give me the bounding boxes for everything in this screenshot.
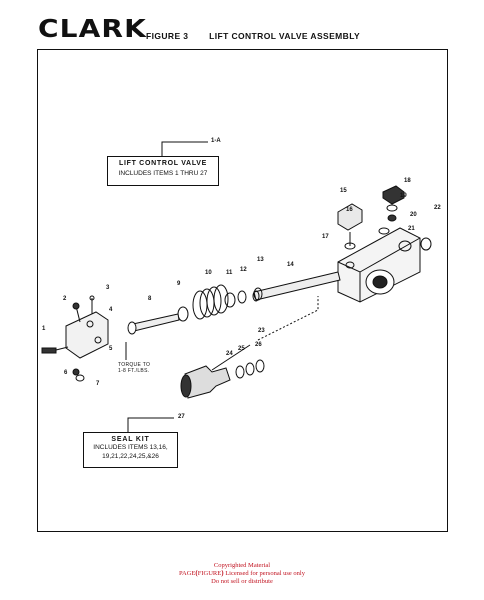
part-label: 1 (42, 326, 46, 332)
part-label: 13 (257, 257, 264, 263)
ring-24 (235, 365, 245, 379)
part-label: 9 (177, 281, 181, 287)
part-label: 14 (287, 262, 294, 268)
torque-line1: TORQUE TO (118, 362, 151, 368)
seal-kit-title: SEAL KIT (111, 436, 150, 443)
nut-6 (72, 368, 80, 376)
part-label: 19 (400, 193, 407, 199)
screw-3 (89, 295, 95, 314)
part-label: 5 (109, 346, 113, 352)
part-label: 22 (434, 205, 441, 211)
lcv-subtitle: INCLUDES ITEMS 1 THRU 27 (118, 170, 208, 177)
fitting-15 (337, 203, 363, 250)
part-label: 17 (322, 234, 329, 240)
part-label: 16 (346, 207, 353, 213)
figure-title: FIGURE 3 LIFT CONTROL VALVE ASSEMBLY (146, 31, 378, 41)
torque-note: TORQUE TO 1-8 FT./LBS. (118, 362, 150, 374)
watermark-line2: PAGE(FIGURE) Licensed for personal use o… (179, 569, 305, 578)
screw-2 (72, 302, 81, 323)
part-label: 15 (340, 188, 347, 194)
washer-12 (237, 290, 247, 304)
part-label: 4 (109, 307, 113, 313)
part-label: 12 (240, 267, 247, 273)
part-label: 25 (238, 346, 245, 352)
spring-10 (192, 284, 229, 320)
oring-22 (420, 237, 432, 251)
diagram-frame (37, 49, 448, 532)
part-label: 23 (258, 328, 265, 334)
valve-body (337, 227, 421, 303)
pin-1 (41, 346, 69, 354)
part-label: 10 (205, 270, 212, 276)
lift-control-valve-callout: LIFT CONTROL VALVE INCLUDES ITEMS 1 THRU… (107, 156, 219, 186)
part-label: 11 (226, 270, 233, 276)
leader-27 (127, 417, 174, 432)
part-label: 24 (226, 351, 233, 357)
part-label: 3 (106, 285, 110, 291)
leader-1a (161, 141, 208, 156)
ring-25 (245, 362, 255, 376)
ring-26 (255, 359, 265, 373)
ref-1a: 1-A (211, 138, 221, 144)
ref-27: 27 (178, 414, 185, 420)
cap-23 (180, 344, 251, 399)
plug-18 (382, 185, 405, 222)
washer-11 (224, 292, 236, 308)
torque-line2: 1-8 FT./LBS. (118, 368, 150, 374)
brand-logo: CLARK (38, 14, 147, 43)
oring-21 (378, 227, 390, 235)
part-label: 2 (63, 296, 67, 302)
part-label: 8 (148, 296, 152, 302)
washer-7 (75, 374, 85, 382)
figure-name: LIFT CONTROL VALVE ASSEMBLY (209, 31, 361, 41)
part-label: 26 (255, 342, 262, 348)
bolt-8 (132, 313, 180, 332)
ring-13 (253, 287, 263, 301)
spool-14 (253, 271, 341, 301)
figure-label: FIGURE 3 (146, 31, 189, 41)
part-label: 18 (404, 178, 411, 184)
retainer-9 (177, 306, 189, 322)
seal-kit-callout: SEAL KIT INCLUDES ITEMS 13,16, 19,21,22,… (83, 432, 178, 468)
part-label: 6 (64, 370, 68, 376)
part-label: 20 (410, 212, 417, 218)
part-label: 7 (96, 381, 100, 387)
watermark-line1: Copyrighted Material (213, 562, 271, 569)
bracket-4 (65, 311, 109, 359)
watermark-line3: Do not sell or distribute (211, 578, 273, 585)
part-label: 21 (408, 226, 415, 232)
seal-kit-line2: 19,21,22,24,25,&26 (102, 453, 159, 460)
lcv-title: LIFT CONTROL VALVE (118, 160, 208, 167)
seal-kit-line1: INCLUDES ITEMS 13,16, (93, 444, 168, 451)
